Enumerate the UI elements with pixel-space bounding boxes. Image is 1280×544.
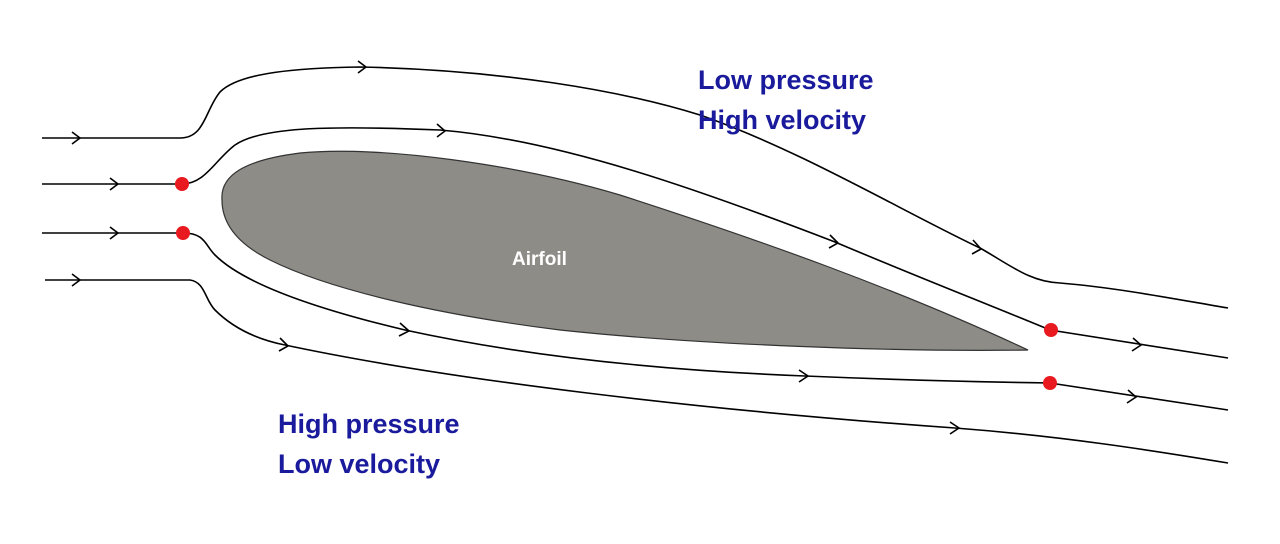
flow-arrows <box>71 60 1143 435</box>
arrow-icon <box>398 322 411 337</box>
stagnation-point <box>176 226 190 240</box>
high-velocity-text: High velocity <box>698 105 867 135</box>
streamline-2 <box>42 127 1229 359</box>
airfoil-label: Airfoil <box>512 249 567 270</box>
stagnation-point <box>175 177 189 191</box>
arrow-icon <box>357 60 368 74</box>
stagnation-point <box>1044 323 1058 337</box>
arrow-icon <box>1126 389 1138 404</box>
streamline-3 <box>42 232 1229 411</box>
arrow-icon <box>109 226 120 240</box>
arrow-icon <box>798 369 810 383</box>
low-pressure-text: Low pressure <box>698 65 874 95</box>
arrow-icon <box>1131 337 1143 352</box>
arrow-icon <box>828 234 840 249</box>
streamline-4 <box>45 279 1229 464</box>
arrow-icon <box>109 177 120 191</box>
arrow-icon <box>278 337 290 352</box>
arrow-icon <box>949 421 961 435</box>
arrow-icon <box>436 123 447 138</box>
high-pressure-text: High pressure <box>278 409 460 439</box>
upper-surface-label: Low pressure High velocity <box>698 60 874 140</box>
arrow-icon <box>971 239 983 255</box>
arrow-icon <box>71 273 82 287</box>
airfoil-shape <box>221 150 1029 351</box>
lower-surface-label: High pressure Low velocity <box>278 404 460 484</box>
stagnation-point <box>1043 376 1057 390</box>
arrow-icon <box>71 131 82 145</box>
low-velocity-text: Low velocity <box>278 449 441 479</box>
streamline-1 <box>42 66 1229 309</box>
